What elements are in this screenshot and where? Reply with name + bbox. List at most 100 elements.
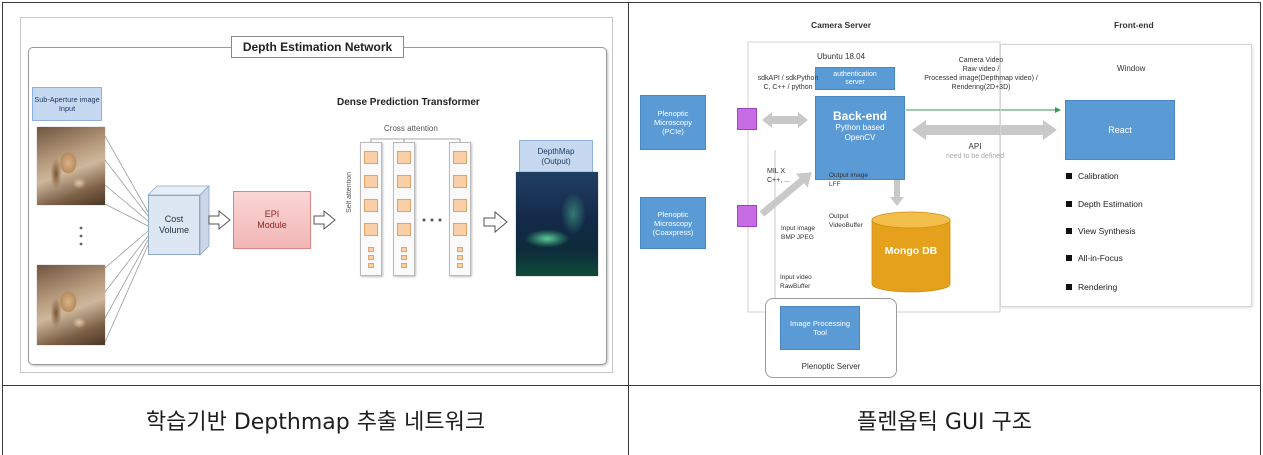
- attention-block: [364, 199, 378, 212]
- transformer-title: Dense Prediction Transformer: [337, 97, 480, 108]
- attention-block: [364, 175, 378, 188]
- react-box: React: [1065, 100, 1175, 160]
- connector-line: [104, 239, 149, 319]
- output-image-line: LFF: [829, 181, 841, 188]
- sub-aperture-image-bottom: [37, 265, 105, 345]
- attention-mini-block: [368, 247, 374, 252]
- back-end-line2: OpenCV: [844, 133, 876, 142]
- api-label: API: [968, 142, 982, 151]
- black-square-bullet-icon: [1066, 284, 1072, 290]
- ellipsis-dot: [438, 218, 442, 222]
- react-label: React: [1108, 125, 1132, 135]
- feature-item: Depth Estimation: [1066, 199, 1143, 209]
- feature-label: Calibration: [1078, 171, 1119, 181]
- attention-block: [397, 175, 411, 188]
- image-tool-box: Image Processing Tool: [780, 306, 860, 350]
- video-flow-line: Processed image(Depthmap video) /: [924, 75, 1038, 82]
- output-video-label: Output VideoBuffer: [829, 212, 863, 230]
- coaxpress-interface-icon: [737, 205, 757, 227]
- attention-block: [453, 151, 467, 164]
- database-cylinder-top: [871, 211, 951, 229]
- api-double-arrow-icon: [912, 120, 1057, 140]
- attention-mini-block: [401, 247, 407, 252]
- input-video-label: Input video RawBuffer: [780, 273, 812, 291]
- depthmap-output-label: DepthMap (Output): [537, 146, 575, 166]
- transformer-column: [393, 142, 415, 276]
- db-double-arrow-icon: [890, 166, 904, 206]
- attention-mini-block: [457, 255, 463, 260]
- sdk-line: sdkAPI / sdkPython: [757, 75, 819, 82]
- black-square-bullet-icon: [1066, 173, 1072, 179]
- attention-mini-block: [368, 263, 374, 268]
- mil-line: C++, ...: [767, 177, 790, 184]
- cost-volume-box: Cost Volume: [148, 195, 200, 255]
- attention-mini-block: [457, 263, 463, 268]
- feature-item: All-in-Focus: [1066, 253, 1123, 263]
- black-square-bullet-icon: [1066, 228, 1072, 234]
- api-label-group: API need to be defined: [925, 142, 1025, 161]
- attention-mini-block: [457, 247, 463, 252]
- database-cylinder-icon: [871, 211, 951, 293]
- table-column-divider: [628, 2, 629, 455]
- attention-block: [364, 151, 378, 164]
- black-square-bullet-icon: [1066, 201, 1072, 207]
- image-tool-label: Image Processing Tool: [789, 319, 851, 337]
- connector-line: [104, 230, 149, 269]
- attention-block: [397, 151, 411, 164]
- window-label: Window: [1117, 64, 1146, 73]
- ellipsis-dot: [430, 218, 434, 222]
- left-figure-frame: [20, 17, 613, 373]
- attention-block: [453, 175, 467, 188]
- microscope-pcie-label: Plenoptic Microscopy (PCIe): [654, 109, 692, 136]
- microscope-coaxpress-label: Plenoptic Microscopy (Coaxpress): [652, 209, 694, 237]
- input-video-line: RawBuffer: [780, 283, 811, 290]
- back-end-title: Back-end: [832, 109, 888, 123]
- video-flow-line: Camera Video: [958, 57, 1004, 64]
- auth-server-box: authentication server: [815, 67, 895, 90]
- input-label-box: Sub-Aperture image Input: [32, 87, 102, 121]
- output-image-line: Output image: [829, 172, 869, 179]
- microscope-pcie-box: Plenoptic Microscopy (PCIe): [640, 95, 706, 150]
- flow-arrow-icon: [313, 209, 336, 231]
- auth-server-label: authentication server: [833, 70, 877, 86]
- connector-line: [104, 184, 149, 222]
- cost-volume-side-face: [199, 185, 210, 256]
- flow-arrow-icon: [208, 209, 231, 231]
- connector-line: [104, 135, 149, 213]
- feature-item: View Synthesis: [1066, 226, 1135, 236]
- black-square-bullet-icon: [1066, 255, 1072, 261]
- table-top-border: [2, 2, 1261, 3]
- flow-arrow-icon: [483, 210, 508, 234]
- ellipsis-dots-icon: [422, 218, 442, 222]
- left-caption: 학습기반 Depthmap 추출 네트워크: [145, 410, 486, 435]
- front-end-heading: Front-end: [1114, 20, 1154, 30]
- feature-label: All-in-Focus: [1078, 253, 1123, 263]
- os-label: Ubuntu 18.04: [817, 52, 866, 61]
- connector-line: [104, 203, 149, 227]
- mil-label: MIL X C++, ...: [767, 167, 790, 185]
- attention-mini-block: [401, 255, 407, 260]
- input-video-line: Input video: [780, 274, 812, 281]
- front-end-frame: [1000, 44, 1252, 307]
- microscope-coaxpress-box: Plenoptic Microscopy (Coaxpress): [640, 197, 706, 249]
- attention-block: [453, 223, 467, 236]
- connector-line: [104, 244, 149, 343]
- feature-label: Depth Estimation: [1078, 199, 1143, 209]
- cross-attention-label: Cross attention: [384, 124, 438, 133]
- camera-server-heading: Camera Server: [811, 20, 872, 30]
- video-flow-label: Camera Video Raw video / Processed image…: [905, 56, 1057, 92]
- input-image-label: Input image BMP JPEG: [781, 224, 815, 242]
- feature-item: Calibration: [1066, 171, 1119, 181]
- database-cylinder-body: [871, 219, 951, 293]
- ellipsis-dot: [79, 234, 83, 238]
- depthmap-output-image: [516, 172, 598, 276]
- attention-block: [364, 223, 378, 236]
- self-attention-label: Self attention: [346, 172, 353, 213]
- mil-arrow-icon: [759, 172, 812, 217]
- table-right-border: [1260, 2, 1261, 455]
- attention-block: [453, 199, 467, 212]
- connector-line: [104, 159, 149, 217]
- sdk-line: C, C++ / python: [763, 84, 813, 91]
- output-video-line: VideoBuffer: [829, 222, 863, 229]
